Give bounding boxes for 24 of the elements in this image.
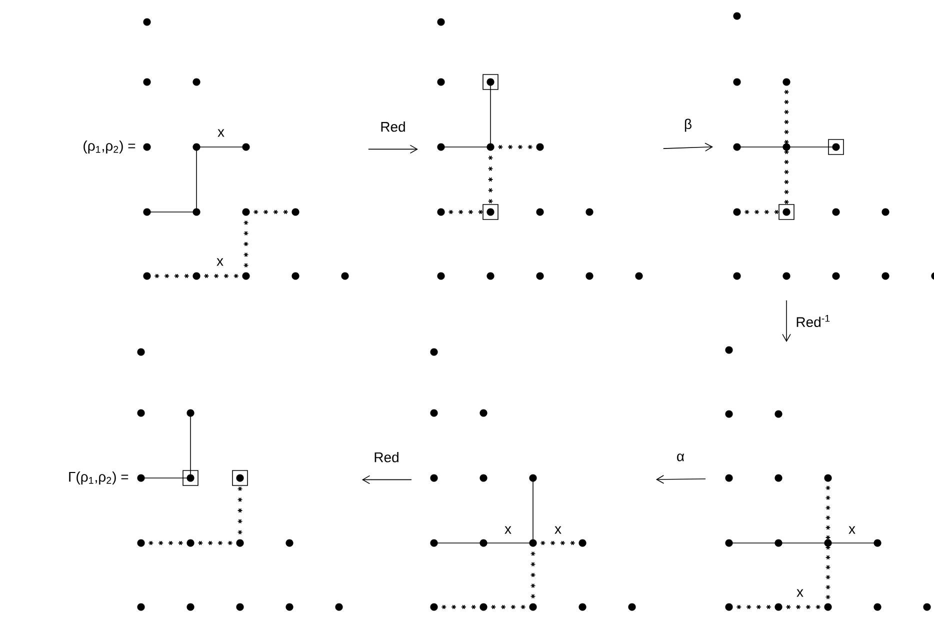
x-mark: x: [216, 258, 224, 266]
arrow: [663, 142, 714, 152]
edge-label: β: [682, 118, 694, 133]
arrow: [782, 300, 791, 342]
edge-label: Red: [372, 451, 400, 464]
x-mark: x: [848, 526, 856, 534]
x-mark: x: [218, 129, 224, 137]
arrow: [362, 475, 412, 484]
edge-label: Red$^{-1}$: [794, 314, 832, 328]
arrow: [368, 144, 418, 154]
lattice-path-drawing: [137, 348, 343, 611]
formula-label: Γ(ρ$_{1}$,ρ$_{2}$) =: [69, 471, 128, 485]
x-mark: x: [504, 526, 512, 534]
lattice-path-drawing: [430, 348, 636, 611]
lattice-path-drawing: [733, 12, 934, 280]
lattice-path-drawing: [143, 18, 349, 280]
lattice-path-drawing: [437, 18, 643, 280]
arrow: [656, 475, 706, 484]
x-mark: x: [554, 526, 562, 534]
formula-label: (ρ$_{1}$,ρ$_{2}$) =: [84, 140, 136, 154]
edge-label: α: [675, 452, 686, 462]
x-mark: x: [796, 589, 804, 597]
lattice-path-drawing: [725, 346, 931, 611]
edge-label: Red: [379, 120, 407, 133]
